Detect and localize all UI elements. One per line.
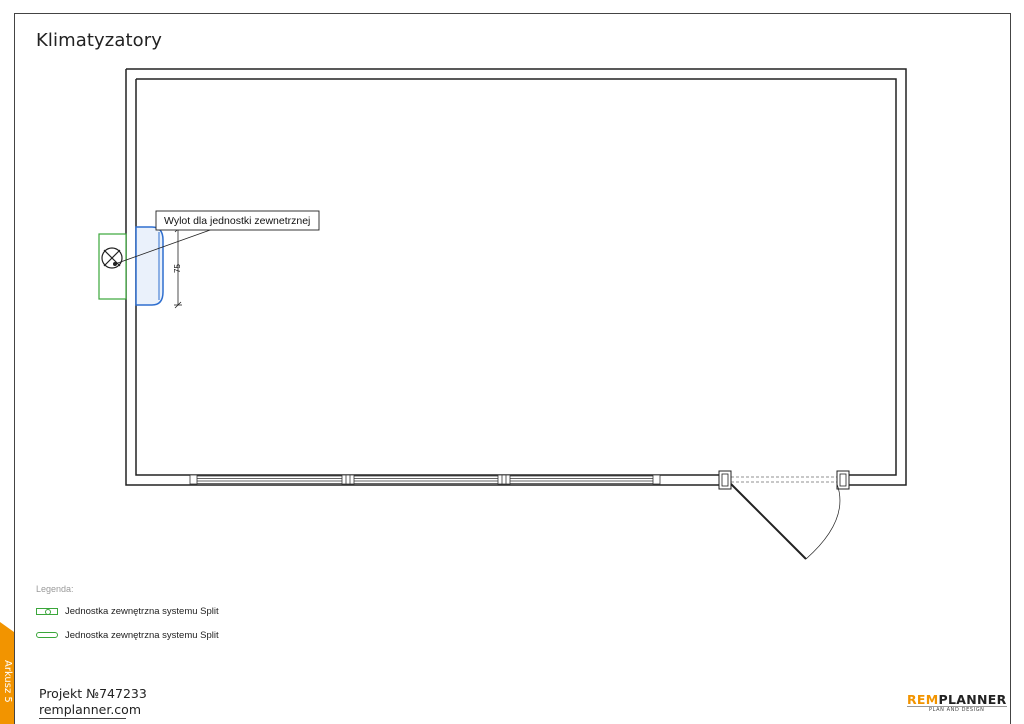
door (718, 470, 850, 560)
legend-item-label: Jednostka zewnętrzna systemu Split (65, 605, 219, 617)
project-number: Projekt №747233 (39, 686, 147, 701)
logo-tagline: PLAN AND DESIGN (907, 706, 1007, 713)
website-link[interactable]: remplanner.com (39, 702, 141, 719)
legend-title: Legenda: (36, 584, 74, 594)
indoor-unit-icon (135, 226, 164, 306)
legend: Legenda: Jednostka zewnętrzna systemu Sp… (36, 584, 219, 652)
legend-item: Jednostka zewnętrzna systemu Split (36, 628, 219, 642)
indoor-unit-icon (36, 632, 58, 638)
sheet-tab[interactable]: Arkusz 5 (0, 622, 14, 724)
legend-item: Jednostka zewnętrzna systemu Split (36, 604, 219, 618)
callout-label: Wylot dla jednostki zewnetrznej (164, 215, 310, 227)
logo-brand-b: PLANNER (938, 692, 1007, 707)
sheet-tab-label: Arkusz 5 (2, 660, 13, 703)
room-walls (125, 68, 907, 486)
page-title: Klimatyzatory (36, 30, 162, 51)
callout: Wylot dla jednostki zewnetrznej (114, 210, 320, 265)
outdoor-unit-icon (36, 607, 58, 615)
window-strip (189, 474, 661, 485)
legend-item-label: Jednostka zewnętrzna systemu Split (65, 629, 219, 641)
sheet-frame (14, 13, 1011, 724)
dimension-label: 75 (173, 264, 182, 273)
logo-brand-a: REM (907, 692, 939, 707)
remplanner-logo: REMPLANNER PLAN AND DESIGN (907, 692, 1007, 713)
outdoor-unit-icon (98, 233, 127, 300)
project-info: Projekt №747233 remplanner.com (39, 686, 147, 719)
